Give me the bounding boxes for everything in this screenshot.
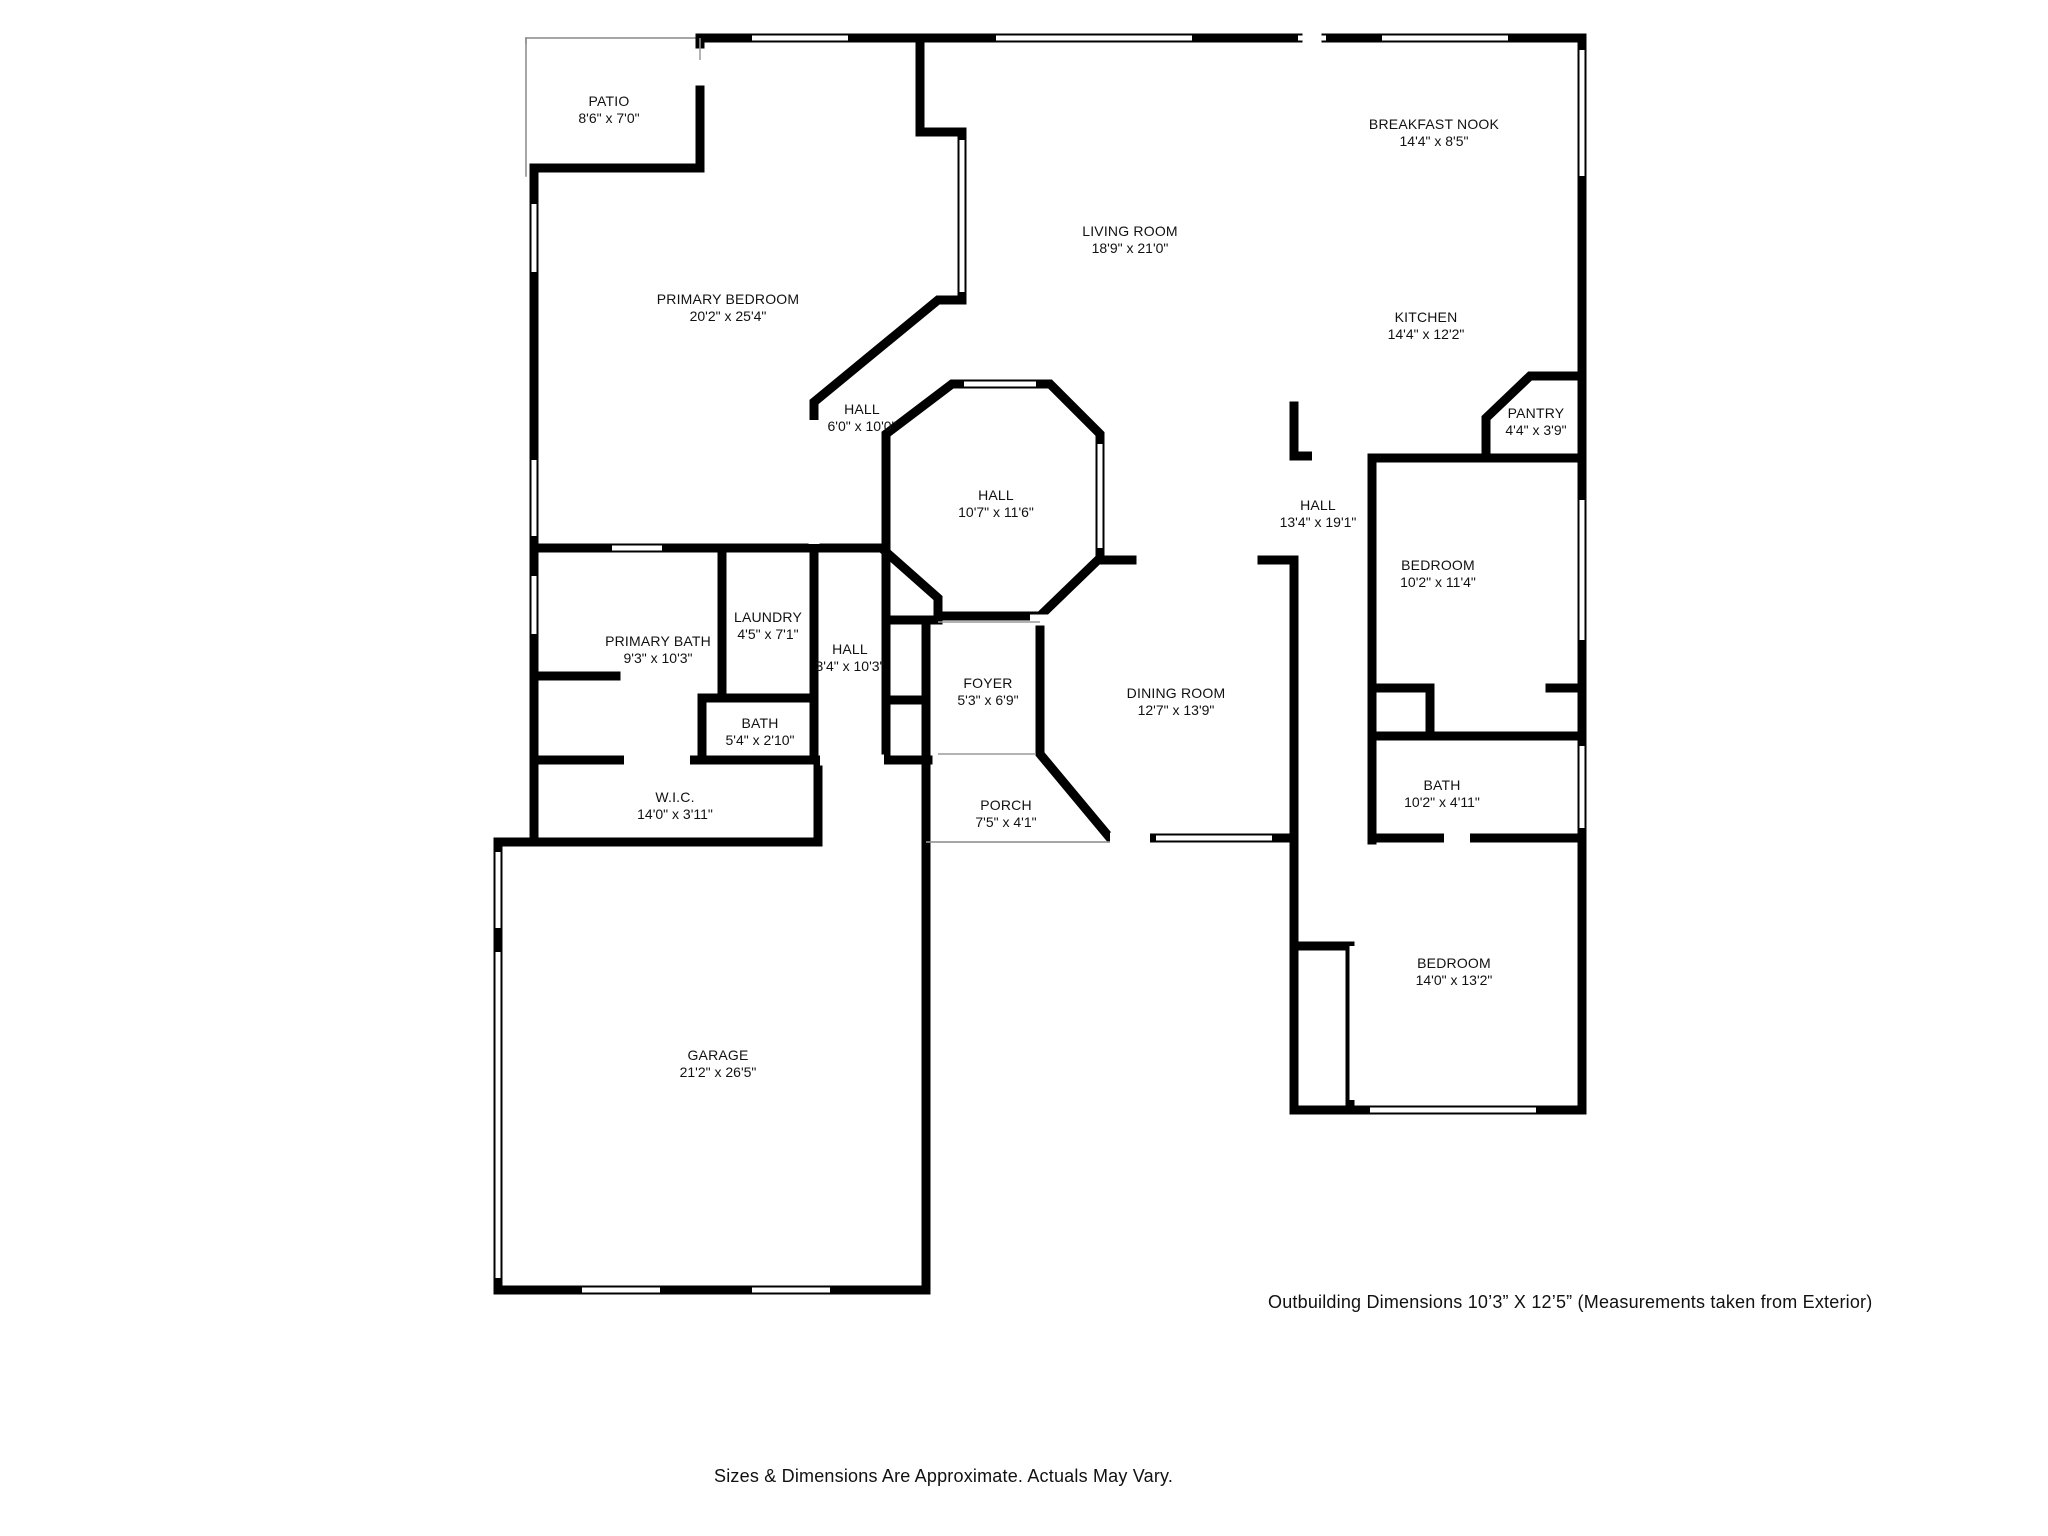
room-label-primary-bedroom: PRIMARY BEDROOM 20'2" x 25'4" xyxy=(656,291,800,324)
room-label-bath-2: BATH 10'2" x 4'11" xyxy=(1404,777,1480,810)
openings xyxy=(624,420,1470,844)
room-label-wic: W.I.C. 14'0" x 3'11" xyxy=(637,789,713,822)
disclaimer-note: Sizes & Dimensions Are Approximate. Actu… xyxy=(714,1466,1174,1486)
room-label-hall-3: HALL 13'4" x 19'1" xyxy=(1279,497,1357,530)
room-label-hall-2: HALL 10'7" x 11'6" xyxy=(958,487,1034,520)
room-label-garage: GARAGE 21'2" x 26'5" xyxy=(679,1047,757,1080)
wall-garage xyxy=(493,751,931,1295)
wall-foyer-right xyxy=(1035,611,1293,843)
wall-divider xyxy=(809,39,967,553)
room-label-bedroom-2: BEDROOM 14'0" x 13'2" xyxy=(1415,955,1493,988)
room-label-kitchen: KITCHEN 14'4" x 12'2" xyxy=(1387,309,1465,342)
room-label-patio: PATIO 8'6" x 7'0" xyxy=(578,93,640,126)
room-label-porch: PORCH 7'5" x 4'1" xyxy=(975,797,1037,830)
wall-pantry xyxy=(1481,371,1587,461)
room-label-primary-bath: PRIMARY BATH 9'3" x 10'3" xyxy=(605,633,711,666)
wall-kitchen-bottom xyxy=(1289,401,1317,461)
windows xyxy=(495,35,1585,1293)
room-label-foyer: FOYER 5'3" x 6'9" xyxy=(957,675,1019,708)
thin-lines xyxy=(699,38,1110,843)
wall-bed2-closet xyxy=(1293,941,1355,1111)
room-label-pantry: PANTRY 4'4" x 3'9" xyxy=(1505,405,1567,438)
room-label-living-room: LIVING ROOM 18'9" x 21'0" xyxy=(1082,223,1178,256)
room-label-dining-room: DINING ROOM 12'7" x 13'9" xyxy=(1126,685,1226,718)
room-label-laundry: LAUNDRY 4'5" x 7'1" xyxy=(733,609,803,642)
room-label-hall-4: HALL 3'4" x 10'3" xyxy=(815,641,885,674)
room-label-bath-1: BATH 5'4" x 2'10" xyxy=(725,715,795,748)
wall-closet-bed1 xyxy=(1367,683,1435,741)
room-label-bedroom-1: BEDROOM 10'2" x 11'4" xyxy=(1400,557,1476,590)
outbuilding-note: Outbuilding Dimensions 10’3” X 12’5” (Me… xyxy=(1268,1292,1873,1312)
wall-closet xyxy=(879,545,943,625)
wall-patio-inner xyxy=(529,85,705,173)
wall-octagon xyxy=(881,379,1105,621)
room-label-hall-1: HALL 6'0" x 10'0" xyxy=(827,401,897,434)
room-label-breakfast-nook: BREAKFAST NOOK 14'4" x 8'5" xyxy=(1368,116,1500,149)
